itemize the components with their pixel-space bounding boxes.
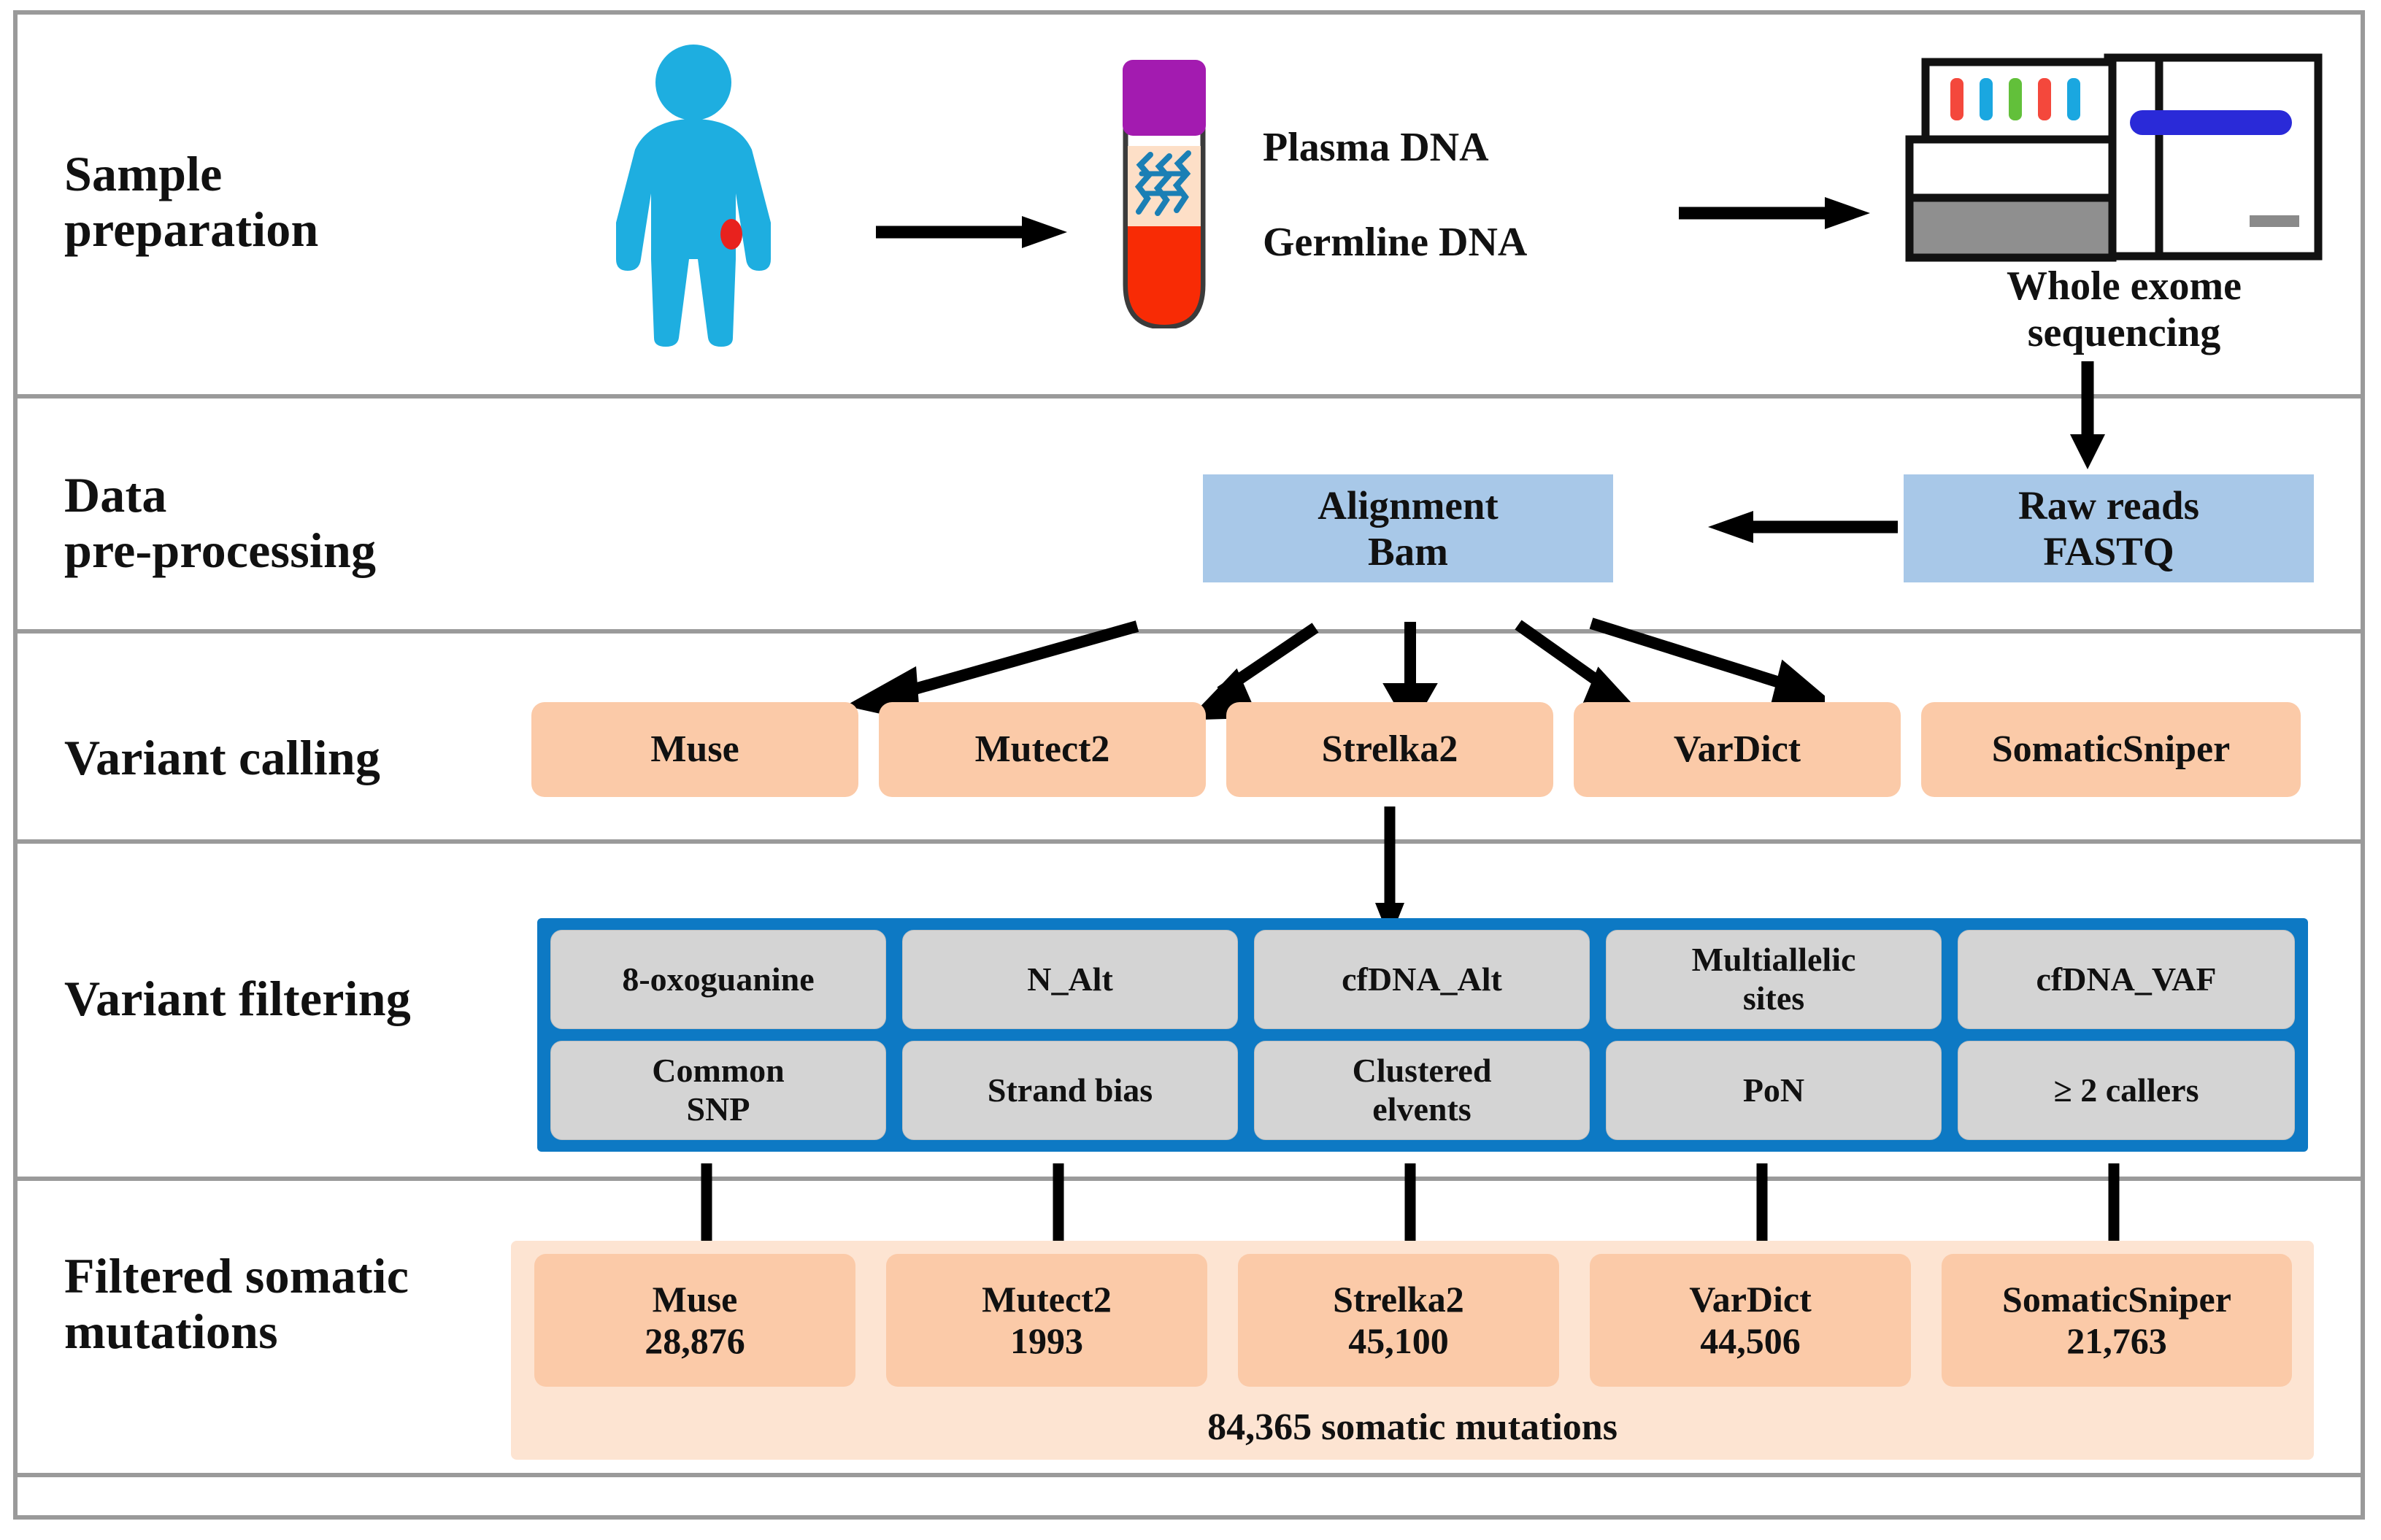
row-label-line2: preparation [64,201,319,258]
patient-figure-icon [584,40,803,347]
box-caller-mutect2[interactable]: Mutect2 [879,702,1206,797]
filter-8-oxoguanine[interactable]: 8-oxoguanine [550,930,886,1029]
filter-strand-bias[interactable]: Strand bias [902,1041,1238,1140]
filter-n-alt[interactable]: N_Alt [902,930,1238,1029]
filter-label-line1: N_Alt [1027,960,1113,998]
result-count: 21,763 [2066,1320,2167,1361]
germline-dna-label: Germline DNA [1263,220,1528,265]
row-label-line1: Data [64,467,167,523]
box-caller-vardict[interactable]: VarDict [1574,702,1901,797]
tube-cap-icon [1123,60,1206,136]
result-caller-name: SomaticSniper [2002,1278,2231,1320]
result-caller-name: Muse [652,1278,738,1320]
filter-label-line1: ≥ 2 callers [2053,1071,2199,1109]
row-divider-2 [13,629,2365,634]
raw-reads-line1: Raw reads [2017,482,2199,528]
filter-pon[interactable]: PoN [1606,1041,1942,1140]
result-caller-name: VarDict [1689,1278,1812,1320]
row-label-line2: mutations [64,1304,278,1360]
filter-label-line1: Strand bias [987,1071,1153,1109]
row-divider-1 [13,394,2365,399]
alignment-bam-line1: Alignment [1318,482,1499,528]
result-strelka2[interactable]: Strelka2 45,100 [1238,1254,1559,1387]
result-vardict[interactable]: VarDict 44,506 [1590,1254,1911,1387]
row-label-line1: Filtered somatic [64,1248,409,1304]
arrow-sequencing-to-raw-reads [2066,361,2109,471]
arrow-person-to-tube [876,210,1073,254]
arrow-tube-to-sequencer [1679,191,1876,235]
box-alignment-bam[interactable]: Alignment Bam [1203,474,1613,582]
result-muse[interactable]: Muse 28,876 [534,1254,855,1387]
row-divider-4 [13,1177,2365,1181]
filter-label-line1: Common [652,1052,785,1090]
filter-label-line1: Clustered [1352,1052,1492,1090]
filter-label-line1: PoN [1742,1071,1805,1109]
filter-label-line1: 8-oxoguanine [622,960,815,998]
sequencing-caption-line2: sequencing [2027,310,2221,356]
filter-common-snp[interactable]: Common SNP [550,1041,886,1140]
row-label-line1: Sample [64,146,223,201]
filter-label-line1: Multiallelic [1691,941,1856,979]
total-somatic-mutations: 84,365 somatic mutations [1207,1406,1618,1448]
box-caller-muse[interactable]: Muse [531,702,858,797]
result-count: 44,506 [1700,1320,1801,1361]
row-divider-3 [13,839,2365,844]
filter-label-line2: sites [1742,979,1805,1017]
box-raw-reads-fastq[interactable]: Raw reads FASTQ [1904,474,2314,582]
filter-label-line2: elvents [1372,1090,1472,1128]
dna-strand-icon [1134,150,1191,216]
row-label-variant-filtering: Variant filtering [64,971,411,1026]
alignment-bam-line2: Bam [1368,529,1448,574]
sequencing-caption-line1: Whole exome [2007,263,2242,309]
tumor-spot-icon [720,219,742,250]
results-summary-panel: Muse 28,876 Mutect2 1993 Strelka2 45,100… [511,1241,2314,1460]
filter-label-line1: cfDNA_Alt [1342,960,1502,998]
result-somaticsniper[interactable]: SomaticSniper 21,763 [1942,1254,2292,1387]
row-label-line2: pre-processing [64,523,377,579]
sequencing-caption: Whole exome sequencing [1898,263,2350,357]
filter-cfdna-vaf[interactable]: cfDNA_VAF [1958,930,2295,1029]
raw-reads-line2: FASTQ [2043,529,2174,574]
filter-label-line1: cfDNA_VAF [2036,960,2217,998]
row-label-filtered-somatic-mutations: Filtered somatic mutations [64,1248,409,1359]
filter-clustered-events[interactable]: Clustered elvents [1254,1041,1590,1140]
result-mutect2[interactable]: Mutect2 1993 [886,1254,1207,1387]
result-caller-name: Strelka2 [1333,1278,1464,1320]
row-label-sample-preparation: Sample preparation [64,146,319,257]
arrow-fastq-to-alignment [1701,505,1898,549]
filter-multiallelic-sites[interactable]: Multiallelic sites [1606,930,1942,1029]
result-caller-name: Mutect2 [982,1278,1112,1320]
box-caller-strelka2[interactable]: Strelka2 [1226,702,1553,797]
blood-collection-tube-icon [1109,44,1219,330]
plasma-dna-label: Plasma DNA [1263,125,1489,170]
row-label-variant-calling: Variant calling [64,730,381,785]
variant-filtering-panel: 8-oxoguanine N_Alt cfDNA_Alt Multialleli… [537,918,2308,1152]
filter-cfdna-alt[interactable]: cfDNA_Alt [1254,930,1590,1029]
result-count: 1993 [1010,1320,1083,1361]
result-count: 28,876 [645,1320,745,1361]
sequencing-machine-icon [1898,40,2350,266]
filter-label-line2: SNP [686,1090,750,1128]
row-label-data-pre-processing: Data pre-processing [64,467,376,578]
row-divider-5 [13,1473,2365,1477]
box-caller-somaticsniper[interactable]: SomaticSniper [1921,702,2301,797]
filter-min-2-callers[interactable]: ≥ 2 callers [1958,1041,2295,1140]
result-count: 45,100 [1348,1320,1449,1361]
